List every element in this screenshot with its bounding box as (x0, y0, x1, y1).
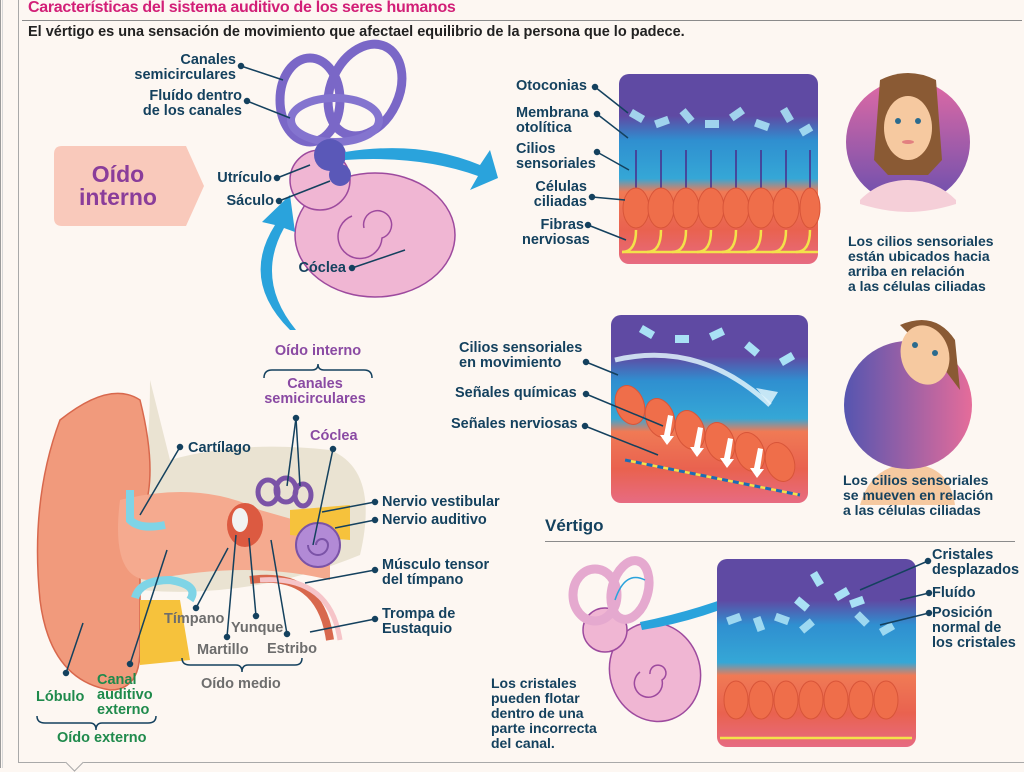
otoconia-crystals (628, 106, 814, 137)
cilia (635, 150, 811, 188)
label-nervio-auditivo: Nervio auditivo (382, 512, 487, 528)
label-estribo: Estribo (267, 641, 317, 657)
title-divider (22, 20, 1022, 21)
vertigo-divider (545, 541, 1015, 542)
cell-panel-normal-leaders (584, 83, 630, 241)
bracket-oido-interno (263, 363, 373, 379)
inner-ear-badge-label: Oído interno (79, 161, 157, 210)
label-coclea: Cóclea (298, 260, 346, 276)
label-group-oido-medio: Oído medio (201, 676, 281, 692)
label-nervio-vestibular: Nervio vestibular (382, 494, 500, 510)
content-panel (18, 0, 1024, 763)
hair-cells (622, 187, 821, 229)
cell-panel-moving-leaders (581, 358, 664, 456)
label-coclea-anatomy: Cóclea (310, 428, 358, 444)
label-group-oido-interno: Oído interno (274, 343, 362, 359)
label-group-oido-externo: Oído externo (57, 730, 147, 746)
normal-crystals (726, 611, 896, 636)
window-edge (0, 0, 1, 768)
cell-panel-moving (611, 315, 808, 503)
displaced-crystals (794, 570, 865, 612)
inner-ear-illustration (275, 39, 456, 298)
vertigo-title: Vértigo (545, 516, 604, 535)
label-saculo: Sáculo (226, 193, 274, 209)
label-yunque: Yunque (231, 620, 284, 636)
moving-crystals (638, 325, 796, 366)
window-edge-inner (2, 0, 3, 768)
label-martillo: Martillo (197, 642, 249, 658)
bracket-oido-externo (36, 715, 157, 731)
vertigo-inner-ear-illustration (568, 556, 702, 723)
inner-ear-badge (54, 146, 204, 226)
ear-anatomy-illustration (36, 380, 366, 691)
label-utriculo: Utrículo (217, 170, 272, 186)
person-upright-illustration (846, 73, 970, 212)
label-cartilago: Cartílago (188, 440, 251, 456)
movement-arrow (614, 352, 772, 407)
cell-panel-normal (619, 74, 821, 264)
bracket-oido-medio (181, 657, 303, 673)
chemical-signal-arrows (660, 415, 764, 478)
ear-anatomy-leaders (62, 414, 379, 677)
arrow-to-cells (345, 148, 498, 190)
vertigo-leaders (859, 557, 933, 626)
vertigo-hair-cells (723, 680, 899, 720)
mini-semicircular-canals (255, 475, 314, 509)
label-senales-nerviosas: Señales nerviosas (451, 416, 578, 432)
nerve-fibers (621, 229, 812, 254)
label-senales-quimicas: Señales químicas (455, 385, 577, 401)
page-subtitle: El vértigo es una sensación de movimient… (28, 24, 685, 40)
arrow-up-from-ear (260, 195, 296, 330)
vertigo-arrow (640, 572, 790, 630)
label-otoconias: Otoconias (516, 78, 587, 94)
inner-ear-leaders (237, 62, 406, 272)
label-timpano: Tímpano (164, 611, 225, 627)
page-title: Características del sistema auditivo de … (28, 0, 456, 16)
label-fluido: Fluído (932, 585, 976, 601)
cell-panel-vertigo (717, 559, 916, 747)
person-tilted-illustration (844, 320, 972, 505)
label-lobulo: Lóbulo (36, 689, 85, 705)
